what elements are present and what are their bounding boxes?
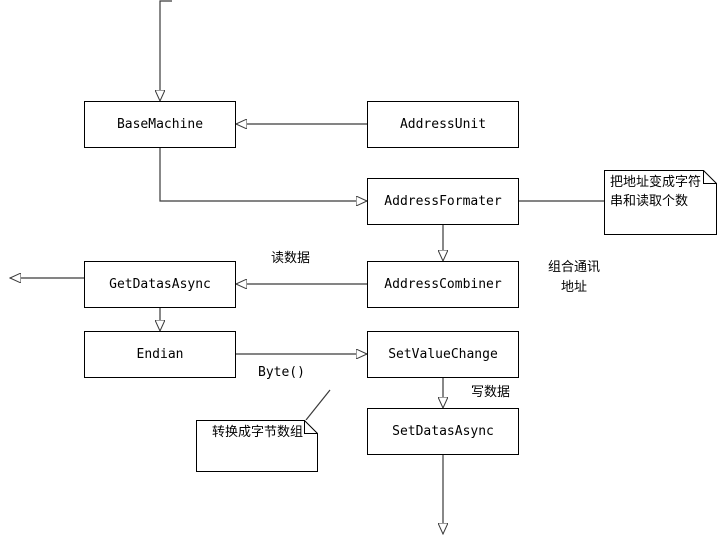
note-text: 转换成字节数组	[211, 425, 303, 440]
node-base-machine[interactable]: BaseMachine	[84, 101, 236, 148]
node-label: GetDatasAsync	[109, 277, 211, 292]
edge-base-machine-to-address-formater	[159, 148, 367, 201]
note-text: 把地址变成字符串和读取个数	[610, 175, 702, 209]
node-address-unit[interactable]: AddressUnit	[367, 101, 519, 148]
note-address-string[interactable]: 把地址变成字符串和读取个数	[604, 170, 717, 235]
node-label: AddressCombiner	[384, 277, 502, 292]
node-address-combiner[interactable]: AddressCombiner	[367, 261, 519, 308]
node-address-formater[interactable]: AddressFormater	[367, 178, 519, 225]
edge-label-write-data: 写数据	[471, 385, 511, 400]
node-label: BaseMachine	[116, 117, 204, 132]
note-shape-icon	[604, 170, 717, 235]
free-label-line-2: 地址	[560, 280, 587, 295]
free-label-line-1: 组合通讯	[547, 260, 600, 275]
node-label: AddressUnit	[399, 117, 487, 132]
node-label: SetDatasAsync	[392, 424, 494, 439]
note-shape-icon	[196, 420, 318, 472]
free-label-combine-address: 组合通讯 地址	[534, 258, 614, 298]
edge-label-read-data: 读数据	[271, 251, 311, 266]
node-label: SetValueChange	[388, 347, 498, 362]
node-set-datas-async[interactable]: SetDatasAsync	[367, 408, 519, 455]
node-label: AddressFormater	[384, 194, 502, 209]
node-label: Endian	[136, 347, 184, 362]
edge-external-to-base-machine	[160, 0, 172, 101]
note-byte-array[interactable]: 转换成字节数组	[196, 420, 318, 472]
node-endian[interactable]: Endian	[84, 331, 236, 378]
node-set-value-change[interactable]: SetValueChange	[367, 331, 519, 378]
edge-note-byte-array-to-edge	[305, 389, 331, 421]
node-get-datas-async[interactable]: GetDatasAsync	[84, 261, 236, 308]
edge-label-byte: Byte()	[258, 365, 305, 380]
